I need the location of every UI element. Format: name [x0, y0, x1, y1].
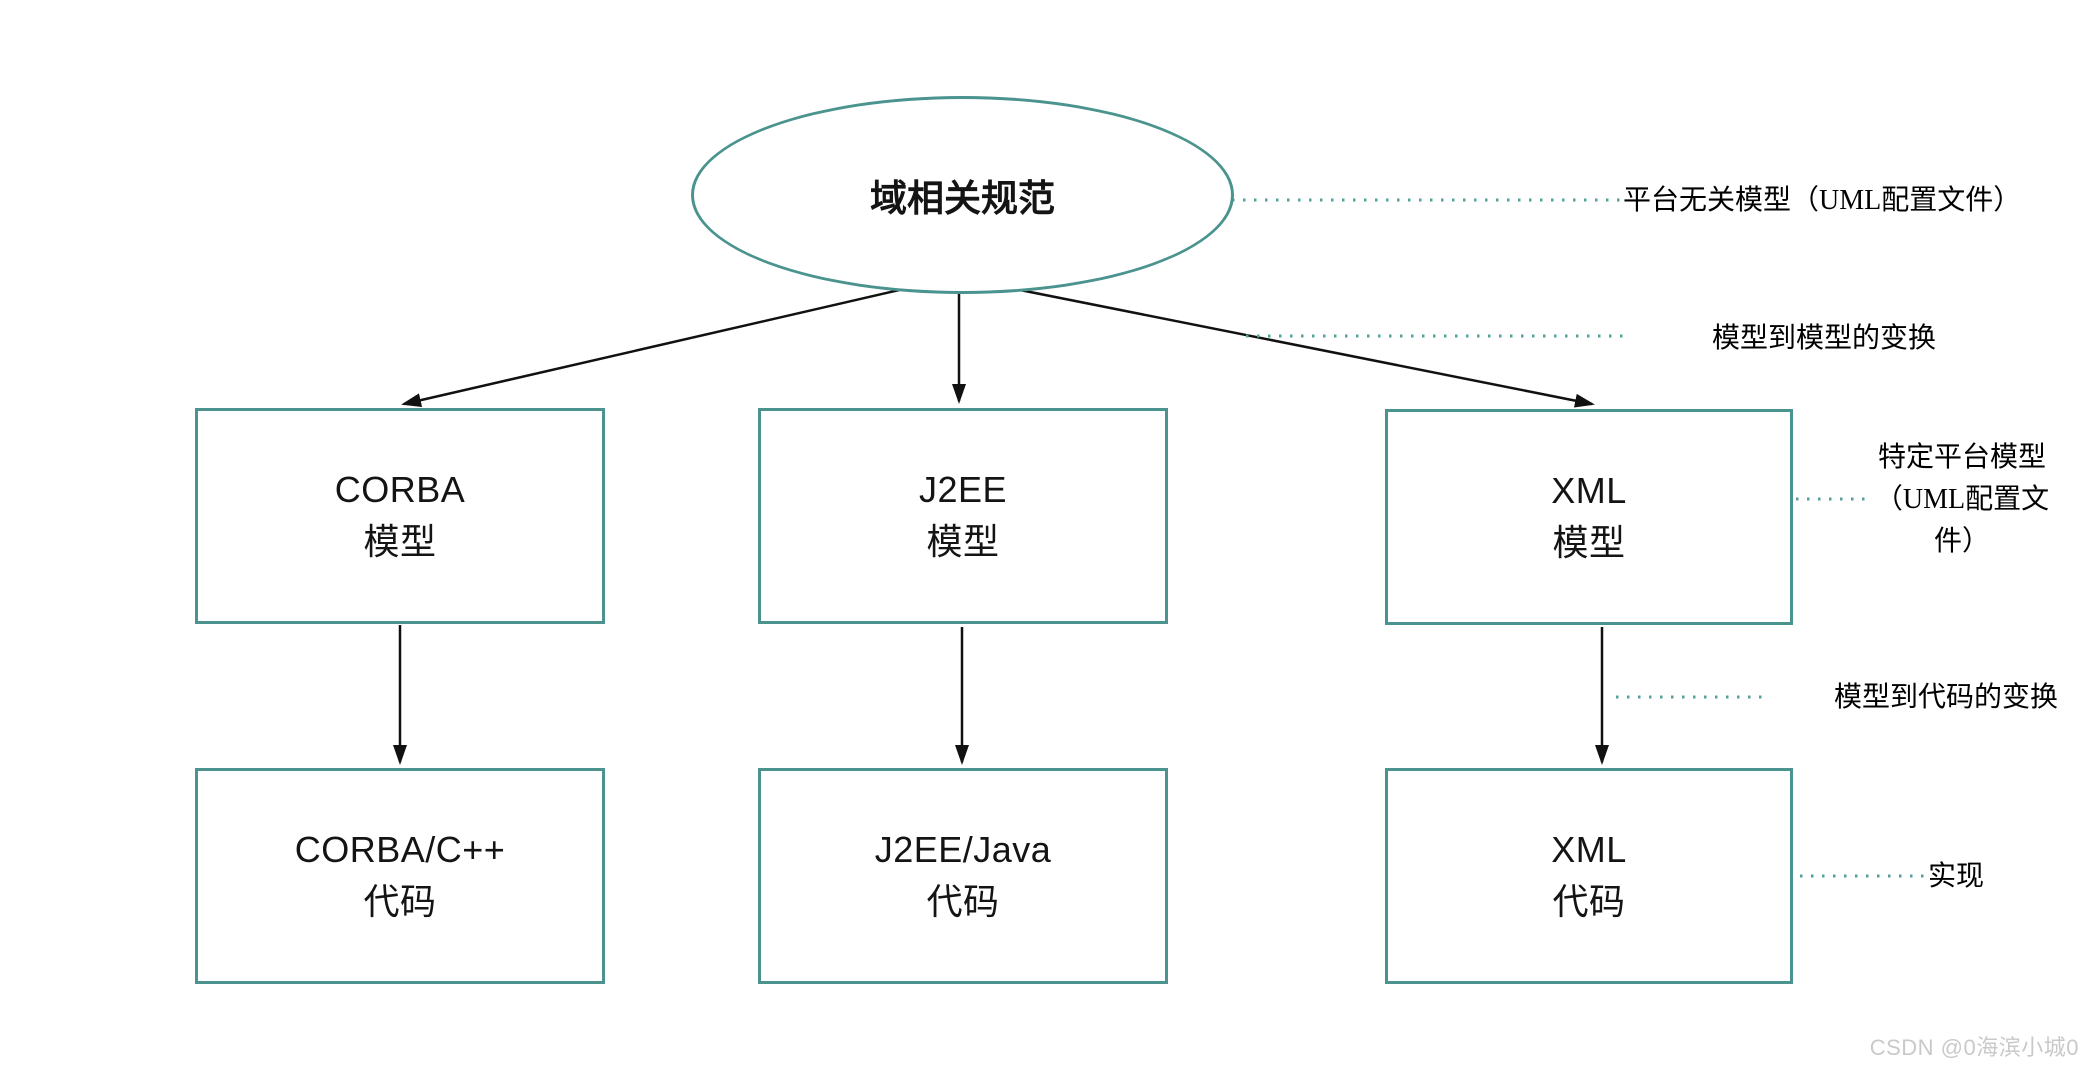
j2ee-code-line1: J2EE/Java	[874, 829, 1052, 870]
psm-line2: （UML配置文件）	[1874, 484, 2050, 557]
j2ee-code-line2: 代码	[926, 881, 1000, 922]
root-ellipse-domain-spec: 域相关规范	[691, 96, 1234, 294]
annotation-implementation: 实现	[1928, 861, 1985, 892]
annotation-platform-specific-model: 特定平台模型 （UML配置文件）	[1856, 437, 2068, 563]
root-label: 域相关规范	[870, 178, 1055, 219]
annotation-model-to-code-transform: 模型到代码的变换	[1834, 682, 2059, 713]
j2ee-model-line1: J2EE	[918, 469, 1008, 510]
corba-code-line2: 代码	[363, 881, 437, 922]
csdn-watermark: CSDN @0海滨小城0	[1869, 1035, 2079, 1060]
j2ee-model-line2: 模型	[926, 521, 1000, 562]
code-box-corba: CORBA/C++ 代码	[195, 768, 605, 984]
corba-code-line1: CORBA/C++	[294, 829, 506, 870]
model-box-corba: CORBA 模型	[195, 408, 605, 624]
code-box-xml: XML 代码	[1385, 768, 1793, 984]
arrow-root-to-corba-model	[401, 283, 922, 408]
xml-model-line2: 模型	[1552, 522, 1626, 563]
annotation-platform-independent-model: 平台无关模型（UML配置文件）	[1623, 185, 2022, 216]
psm-line1: 特定平台模型	[1877, 442, 2046, 473]
code-box-j2ee: J2EE/Java 代码	[758, 768, 1168, 984]
xml-code-line2: 代码	[1552, 881, 1626, 922]
corba-model-line2: 模型	[363, 521, 437, 562]
corba-model-line1: CORBA	[334, 469, 466, 510]
xml-model-line1: XML	[1551, 470, 1627, 511]
annotation-model-to-model-transform: 模型到模型的变换	[1712, 323, 1937, 354]
xml-code-line1: XML	[1551, 829, 1627, 870]
arrow-root-to-xml-model	[1004, 285, 1595, 408]
model-box-j2ee: J2EE 模型	[758, 408, 1168, 624]
model-box-xml: XML 模型	[1385, 409, 1793, 625]
